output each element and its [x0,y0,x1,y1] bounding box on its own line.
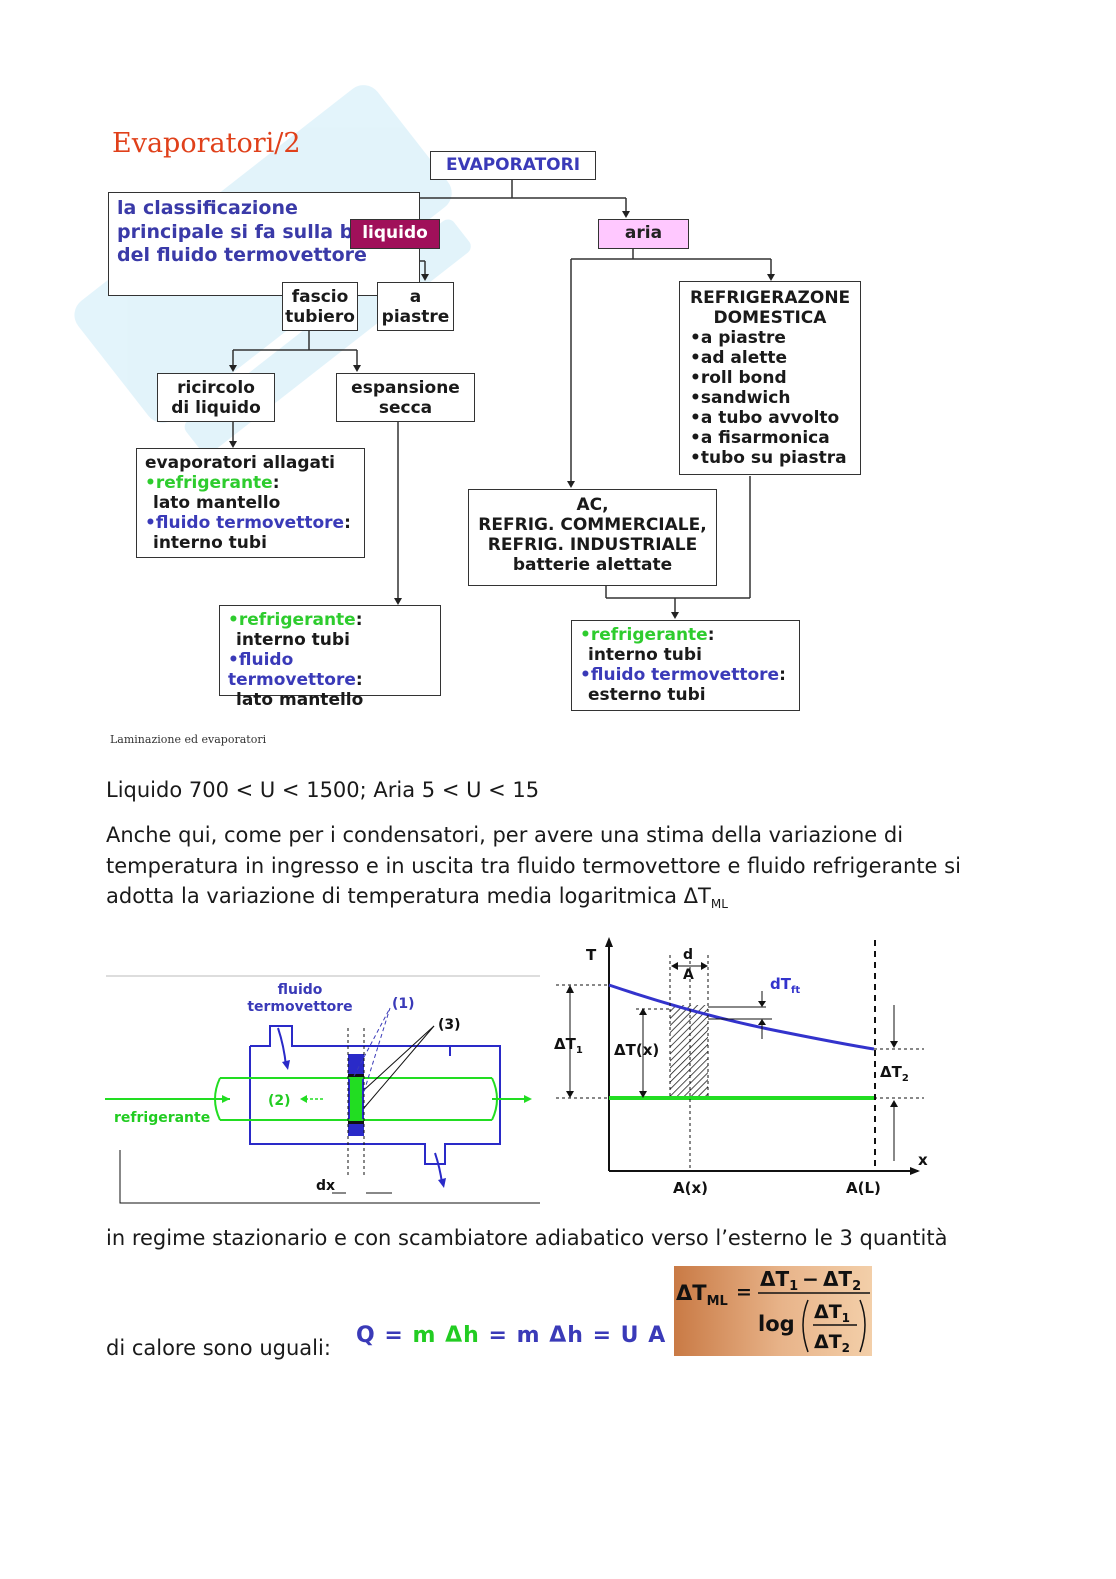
slide-title: Evaporatori/2 [112,128,301,159]
label-1: (1) [392,996,415,1012]
a-label: A [683,967,694,983]
fascio-box: fascio tubiero [282,282,358,331]
aria-box: aria [598,219,689,249]
espansione-box: espansione secca [336,373,475,422]
lmtd-eq: = [736,1281,752,1303]
fluido-label-2: termovettore [247,999,352,1015]
temperature-graph: T x d A dTft ΔT1 ΔT(x) ΔT2 A(x) A(L) [554,937,928,1197]
label-2: (2) [268,1093,291,1109]
secca-result-box: •refrigerante: interno tubi •fluido term… [219,605,441,710]
root-box: EVAPORATORI [430,151,596,180]
label-3: (3) [438,1017,461,1033]
hatched-element [670,1005,708,1098]
commerciale-box: AC, REFRIG. COMMERCIALE, REFRIG. INDUSTR… [468,489,717,586]
lmtd-log-num: ΔT1 [814,1301,850,1325]
lmtd-log-den: ΔT2 [814,1331,850,1355]
ricircolo-box: ricircolo di liquido [157,373,275,422]
dt2-label: ΔT2 [880,1063,909,1084]
dtft-label: dTft [770,975,800,996]
domestica-box: REFRIGERAZONE DOMESTICA •a piastre •ad a… [679,281,861,475]
lmtd-log: log [758,1312,795,1336]
slide-caption: Laminazione ed evaporatori [110,733,267,746]
axis-t-label: T [586,946,597,964]
aria-result-box: •refrigerante: interno tubi •fluido term… [571,620,800,711]
range-line: Liquido 700 < U < 1500; Aria 5 < U < 15 [106,778,540,802]
lmtd-numerator: ΔT1−ΔT2 [760,1267,861,1294]
lmtd-formula-svg: ΔTML = ΔT1−ΔT2 log ΔT1 ΔT2 [676,1267,870,1355]
paragraph-lmtd: Anche qui, come per i condensatori, per … [106,823,961,912]
refrigerante-label: refrigerante [114,1110,210,1126]
lmtd-formula: ΔTML = ΔT1−ΔT2 log ΔT1 ΔT2 [674,1266,872,1356]
piastre-box: a piastre [377,282,454,331]
dt1-label: ΔT1 [554,1035,583,1056]
paragraph-equal: di calore sono uguali: [106,1336,331,1360]
heat-exchanger-diagram: fluido termovettore (1) (3) (2) refriger… [105,975,540,1204]
fluido-label-1: fluido [278,982,323,998]
lmtd-lhs: ΔTML [676,1281,728,1309]
axis-x-label: x [918,1151,928,1169]
dtx-label: ΔT(x) [614,1041,659,1059]
intro-box: la classificazione principale si fa sull… [108,192,420,296]
allagati-box: evaporatori allagati •refrigerante: lato… [136,448,365,558]
paragraph-stationary: in regime stazionario e con scambiatore … [106,1226,948,1250]
dx-label: dx [316,1178,335,1194]
al-label: A(L) [846,1179,881,1197]
fluid-temperature-curve [608,983,875,1051]
ax-label: A(x) [673,1179,708,1197]
d-label: d [683,947,693,963]
liquido-box: liquido [350,219,440,249]
